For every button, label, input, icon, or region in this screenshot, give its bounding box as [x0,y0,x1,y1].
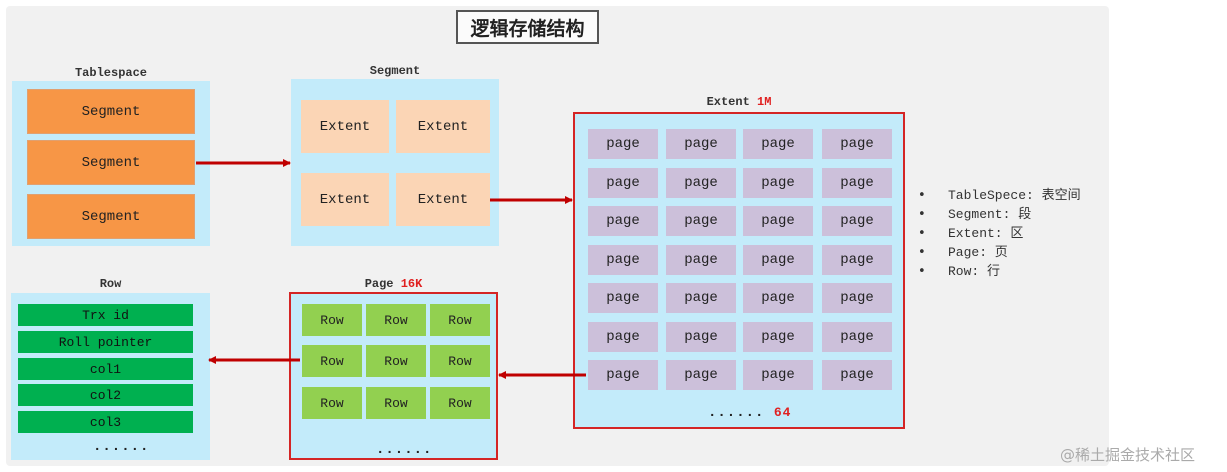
tablespace-segment: Segment [27,194,195,239]
extent-page: page [822,360,892,390]
page-row: Row [430,387,490,419]
legend-item: •TableSpece: 表空间 [918,188,1081,203]
extent-page: page [822,321,892,352]
extent-page: page [743,167,813,198]
page-row: Row [302,304,362,336]
extent-page: page [743,321,813,352]
legend-list: •TableSpece: 表空间 •Segment: 段 •Extent: 区 … [918,186,1081,281]
row-field: col3 [18,411,193,433]
page-label: Page 16K [289,277,498,291]
extent-dots: ...... [708,405,765,421]
page-row: Row [366,345,426,377]
segment-container: Extent Extent Extent Extent [291,79,499,246]
tablespace-label: Tablespace [74,66,147,80]
segment-extent: Extent [396,100,490,153]
extent-label-text: Extent [706,95,750,109]
extent-page: page [666,129,736,159]
extent-page: page [588,206,658,236]
row-field: col2 [18,384,193,406]
extent-page: page [666,244,736,275]
extent-page: page [588,167,658,198]
extent-page: page [822,206,892,236]
legend-item: •Extent: 区 [918,226,1024,241]
segment-label: Segment [369,64,421,78]
extent-page: page [588,129,658,159]
extent-page: page [822,129,892,159]
row-field: Roll pointer [18,331,193,353]
extent-page: page [588,283,658,313]
extent-page: page [822,244,892,275]
page-label-text: Page [364,277,394,291]
extent-page: page [666,360,736,390]
legend-item: •Segment: 段 [918,207,1032,222]
extent-page: page [743,360,813,390]
page-row: Row [430,345,490,377]
extent-page: page [666,167,736,198]
extent-page: page [822,167,892,198]
segment-extent: Extent [301,100,389,153]
row-container: Trx id Roll pointer col1 col2 col3 .....… [11,293,210,460]
segment-extent: Extent [301,173,389,226]
extent-page: page [743,206,813,236]
extent-page: page [588,321,658,352]
legend-item: •Page: 页 [918,245,1008,260]
page-row: Row [366,304,426,336]
extent-label: Extent 1M [573,95,905,109]
extent-page: page [588,360,658,390]
extent-page: page [588,244,658,275]
legend-text: Row: 行 [948,264,1001,279]
extent-size: 1M [757,95,772,109]
legend-item: •Row: 行 [918,264,1001,279]
page-row: Row [430,304,490,336]
legend-text: Segment: 段 [948,207,1032,222]
extent-page: page [666,206,736,236]
row-field: Trx id [18,304,193,326]
legend-text: Page: 页 [948,245,1008,260]
extent-page-count: 64 [773,405,792,420]
tablespace-segment: Segment [27,89,195,134]
extent-page: page [666,283,736,313]
row-label: Row [99,277,122,291]
extent-page: page [743,283,813,313]
page-row: Row [366,387,426,419]
tablespace-segment: Segment [27,140,195,185]
page-row: Row [302,387,362,419]
page-size: 16K [400,277,423,291]
diagram-title: 逻辑存储结构 [456,10,599,44]
extent-page: page [743,244,813,275]
row-field: col1 [18,358,193,380]
page-dots: ...... [376,442,433,458]
extent-page: page [666,321,736,352]
extent-page: page [743,129,813,159]
segment-extent: Extent [396,173,490,226]
legend-text: Extent: 区 [948,226,1024,241]
legend-text: TableSpece: 表空间 [948,188,1081,203]
extent-ellipsis: ...... 64 [708,405,791,421]
extent-page: page [822,283,892,313]
page-row: Row [302,345,362,377]
row-dots: ...... [93,439,150,455]
tablespace-container: Segment Segment Segment [12,81,210,246]
watermark: @稀土掘金技术社区 [1060,446,1196,464]
